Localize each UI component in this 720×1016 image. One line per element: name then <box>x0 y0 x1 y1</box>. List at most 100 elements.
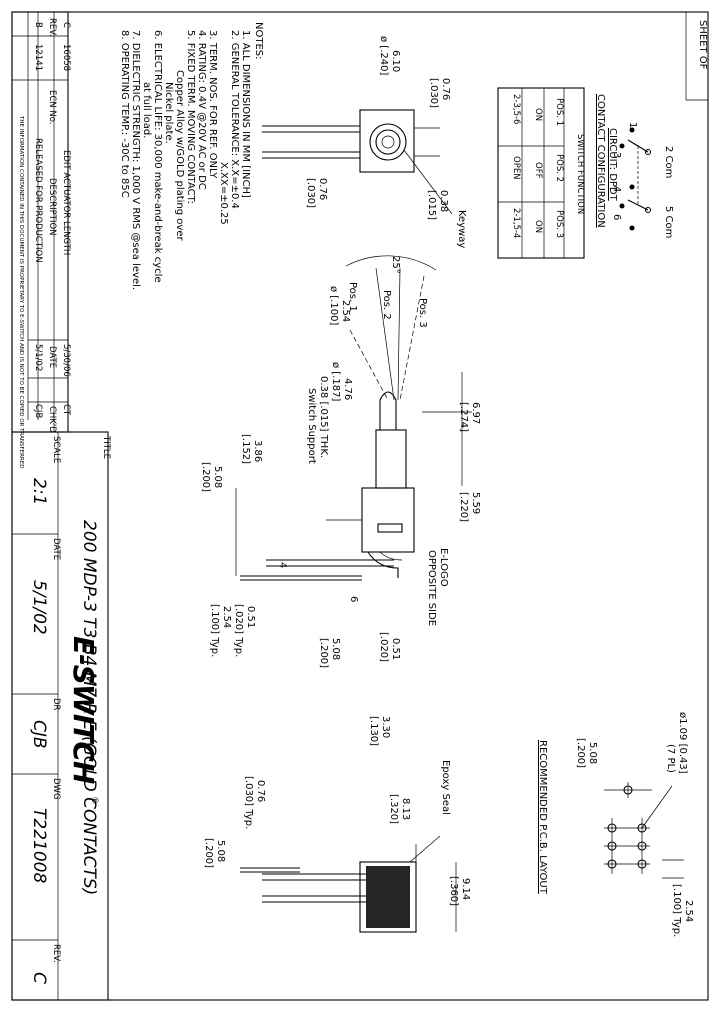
pos2-value: OFF <box>533 162 543 179</box>
side-view: 25° Pos. 1 Pos. 2 Pos. 3 2.54 ø [.100] 4… <box>200 255 481 746</box>
p6-label: 6 <box>611 214 622 220</box>
side-dim: 5.59 <box>470 492 481 514</box>
circuit-title: CIRCUIT: DPDT <box>607 128 618 202</box>
note-line: Copper Alloy w/GOLD plating over <box>174 70 185 241</box>
confidential-note: THE INFORMATION CONTAINED IN THIS DOCUME… <box>18 115 24 468</box>
scale-label: SCALE <box>51 436 61 463</box>
end-view: Epoxy Seal 8.13 [.320] 9.14 [.360] 0.76 … <box>203 760 471 933</box>
table-title: SWITCH FUNCTION <box>575 134 585 214</box>
side-dim: 2.54 <box>221 606 232 628</box>
rev-label: REV. <box>51 944 61 963</box>
dpdt-schematic: 2 Com 5 Com 1 3 4 6 <box>611 122 674 238</box>
opposite-side-label: OPPOSITE SIDE <box>426 550 437 626</box>
keyway-label: Keyway <box>456 210 467 248</box>
top-dim-g: 0.38 <box>438 190 449 212</box>
pcb-layout: RECOMMENDED P.C.B. LAYOUT ø1.09 [0.43] (… <box>537 712 694 937</box>
side-dim: [.200] <box>318 638 329 668</box>
top-dim-e: 0.76 <box>317 178 328 200</box>
top-view: 0.76 [.030] 6.10 ø [.240] 0.76 [.030] 0.… <box>262 36 467 248</box>
top-dim-b: [.030] <box>428 78 439 108</box>
chkd-cell: CJB <box>33 404 43 418</box>
side-dim: 0.51 <box>390 638 401 660</box>
side-dim: ø [.100] <box>328 286 339 325</box>
circuit-configuration: CIRCUIT: DPDT CONTACT CONFIGURATION 2 Co… <box>497 87 674 259</box>
circuit-subtitle: CONTACT CONFIGURATION <box>595 94 606 228</box>
notes-heading: NOTES: <box>253 22 264 60</box>
note-line: 7. DIELECTRIC STRENGTH: 1,000 V RMS @sea… <box>130 30 141 290</box>
dr-value: CJB <box>29 720 49 749</box>
pos1-connection: 2-3,5-6 <box>511 94 521 124</box>
date-value: 5/1/02 <box>29 580 49 635</box>
com5-label: 5 Com <box>663 206 674 238</box>
logo-text: E-SWITCH <box>67 636 100 784</box>
end-dim: [.030] Typ. <box>243 776 254 829</box>
top-dim-a: 0.76 <box>440 78 451 100</box>
description-cell: RELEASED FOR PRODUCTION <box>33 138 43 263</box>
svg-text:®: ® <box>89 796 99 805</box>
switch-function-table: SWITCH FUNCTION POS. 1 POS. 2 POS. 3 ON … <box>497 87 585 259</box>
date-header: DATE <box>47 346 57 368</box>
support-label: Switch Support <box>306 388 317 464</box>
pcb-title: RECOMMENDED P.C.B. LAYOUT <box>537 740 548 895</box>
note-line: 4. RATING: 0.4V @20V AC or DC <box>196 30 207 190</box>
term-label-6: 6 <box>348 596 359 602</box>
side-dim: [.220] <box>458 492 469 522</box>
ecn-cell: 16058 <box>61 44 71 71</box>
notes-block: NOTES: 1. ALL DIMENSIONS IN MM [INCH] 2.… <box>119 22 264 290</box>
dr-label: DR <box>51 698 61 711</box>
end-dim: [.360] <box>448 876 459 906</box>
note-line: 1. ALL DIMENSIONS IN MM [INCH] <box>240 30 251 198</box>
date-label: DATE <box>51 538 61 560</box>
pcb-hole-dim: ø1.09 [0.43] <box>677 712 688 774</box>
side-dim: 4.76 <box>342 378 353 400</box>
note-line: X.XX=±0.25 <box>218 162 229 225</box>
side-dim: ø [.187] <box>330 362 341 401</box>
rev-cell: C <box>61 22 71 28</box>
e-switch-logo: E-SWITCH ® <box>67 636 100 805</box>
pos3-connection: 2-1,5-4 <box>511 208 521 238</box>
side-dim: [.152] <box>240 434 251 464</box>
dwg-label: DWG <box>51 778 61 800</box>
end-dim: [.320] <box>388 794 399 824</box>
pos3-label: Pos. 3 <box>417 298 428 328</box>
top-dim-d: ø [.240] <box>378 36 389 75</box>
side-dim: [.274] <box>458 402 469 432</box>
top-dim-f: [.030] <box>305 178 316 208</box>
ecn-header: ECN No. <box>47 90 57 124</box>
note-line: Nickel plate. <box>163 82 174 144</box>
epoxy-seal-label: Epoxy Seal <box>440 760 451 815</box>
end-dim: 0.76 <box>255 780 266 802</box>
pos2-header: POS. 2 <box>554 154 564 182</box>
side-dim: [.100] Typ. <box>209 604 220 657</box>
p1-label: 1 <box>627 122 638 128</box>
side-dim: 2.54 <box>340 300 351 322</box>
side-dim: 3.86 <box>252 440 263 462</box>
pos1-header: POS. 1 <box>554 98 564 126</box>
scale-value: 2:1 <box>29 478 49 505</box>
pos2-connection: OPEN <box>511 156 521 180</box>
side-dim: 0.51 <box>245 606 256 628</box>
pcb-hole-count: (7 PL) <box>665 744 676 773</box>
pos3-header: POS. 3 <box>554 210 564 238</box>
pcb-dim: 2.54 <box>683 900 694 922</box>
rev-cell: B <box>33 22 43 28</box>
chkd-cell: CT <box>61 404 71 416</box>
pos1-label: Pos. 1 <box>347 282 358 312</box>
top-dim-h: [.015] <box>426 190 437 220</box>
end-dim: 9.14 <box>460 878 471 900</box>
side-dim: 5.08 <box>212 466 223 488</box>
drawing-title: 200 MDP-3 T3 B4 M7 R E (GOLD CONTACTS) <box>79 520 99 895</box>
side-dim: [.020] Typ. <box>233 604 244 657</box>
side-dim: [.020] <box>378 632 389 662</box>
side-dim: 5.08 <box>330 638 341 660</box>
dwg-value: T221008 <box>29 808 49 883</box>
p4-label: 4 <box>611 186 622 192</box>
support-dim: 0.38 [.015] THK. <box>318 376 329 458</box>
top-dim-c: 6.10 <box>390 50 401 72</box>
end-dim: [.200] <box>203 838 214 868</box>
title-block: TITLE 200 MDP-3 T3 B4 M7 R E (GOLD CONTA… <box>11 431 111 1001</box>
note-line: 3. TERM. NOS. FOR REF. ONLY <box>207 30 218 179</box>
note-line: 8. OPERATING TEMP.: -30C to 85C <box>119 30 130 198</box>
term-label-4: 4 <box>277 562 288 568</box>
